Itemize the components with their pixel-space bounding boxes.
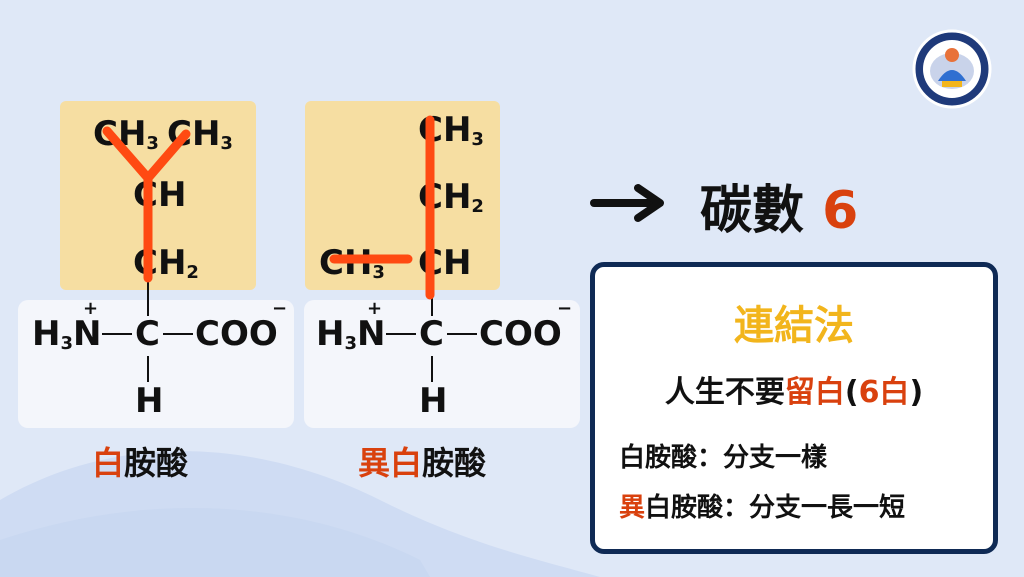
plus-charge-2: + <box>367 298 383 319</box>
amine-group-2: H3N <box>316 314 386 354</box>
bond-left-2 <box>386 333 416 335</box>
molecule-name-1: 白胺酸 <box>92 444 189 482</box>
core-box-1 <box>18 300 294 428</box>
minus-charge-1: − <box>272 298 288 319</box>
bond-sidechain-2 <box>431 282 433 316</box>
sidechain-group-1c: CH <box>133 175 187 215</box>
alpha-carbon-2: C <box>419 314 444 354</box>
core-box-2 <box>304 300 580 428</box>
card-row-leucine: 白胺酸：分支一樣 <box>619 443 828 473</box>
carbon-count: 碳數 6 <box>700 181 859 241</box>
method-card: 連結法 人生不要留白(6白) 白胺酸：分支一樣 異白胺酸：分支一長一短 <box>590 262 998 554</box>
hydrogen-1: H <box>135 381 164 421</box>
sidechain-group-1d: CH2 <box>133 243 199 283</box>
sidechain-group-2a: CH3 <box>418 110 484 150</box>
bond-left-1 <box>102 333 132 335</box>
brain-god-logo-icon <box>912 29 992 109</box>
alpha-carbon-1: C <box>135 314 160 354</box>
sidechain-group-1a: CH3 <box>93 114 159 154</box>
minus-charge-2: − <box>557 298 573 319</box>
amine-group-1: H3N <box>32 314 102 354</box>
card-row-isoleucine: 異白胺酸：分支一長一短 <box>619 493 906 523</box>
carboxyl-group-1: COO <box>195 314 278 354</box>
carboxyl-group-2: COO <box>479 314 562 354</box>
right-arrow-icon <box>590 184 664 222</box>
bond-down-1 <box>147 356 149 382</box>
sidechain-group-2d: CH <box>418 243 472 283</box>
molecule-name-2: 異白胺酸 <box>358 444 487 482</box>
bond-right-1 <box>163 333 193 335</box>
hydrogen-2: H <box>419 381 448 421</box>
sidechain-group-2b: CH2 <box>418 177 484 217</box>
sidechain-group-2c: CH3 <box>319 243 385 283</box>
plus-charge-1: + <box>83 298 99 319</box>
bond-down-2 <box>431 356 433 382</box>
bond-sidechain-1 <box>147 282 149 316</box>
sidechain-group-1b: CH3 <box>167 114 233 154</box>
card-mnemonic: 人生不要留白(6白) <box>664 375 924 410</box>
card-title: 連結法 <box>734 303 854 349</box>
bond-right-2 <box>447 333 477 335</box>
